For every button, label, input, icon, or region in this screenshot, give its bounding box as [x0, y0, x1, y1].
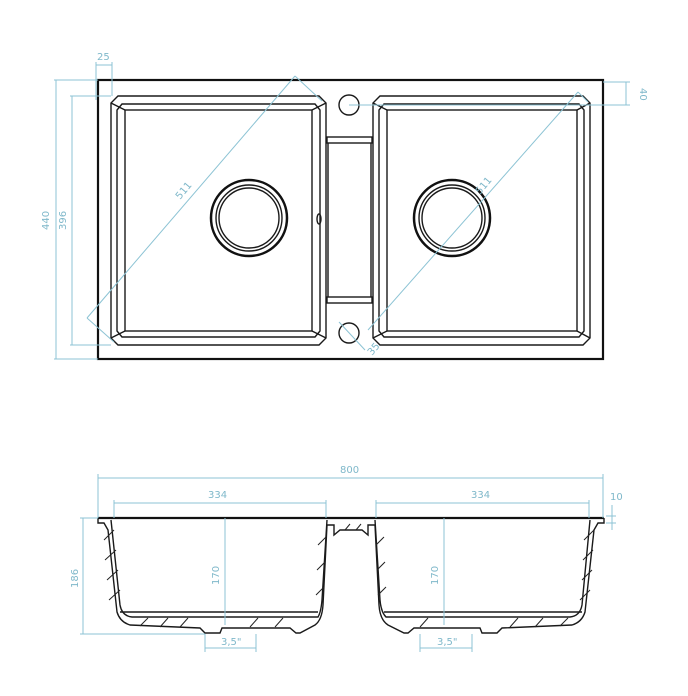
dim-left-diagonal: 511: [174, 180, 195, 202]
dim-total-height: 186: [70, 569, 81, 588]
dim-left-drain: 3,5": [221, 637, 242, 648]
dim-hole-diameter: 35: [366, 341, 383, 358]
dim-right-bowl-width: 334: [471, 490, 490, 501]
left-drain-icon: [209, 178, 289, 258]
dim-right-diagonal: 511: [474, 175, 495, 197]
dim-rim-thickness: 10: [610, 492, 623, 503]
right-drain-icon: [412, 178, 492, 258]
left-bowl: [110, 95, 327, 346]
overflow-icon: [316, 213, 322, 225]
dim-tap-offset: 40: [637, 88, 648, 101]
dim-right-drain: 3,5": [437, 637, 458, 648]
dim-edge-width: 25: [97, 52, 110, 63]
side-view: 800 334 334 10 186 170 170 3,5" 3,5": [70, 465, 623, 652]
dim-left-bowl-height: 170: [211, 566, 222, 585]
dim-total-depth: 440: [41, 211, 52, 230]
middle-tray: [326, 136, 373, 304]
dim-left-bowl-width: 334: [208, 490, 227, 501]
dim-bowl-depth: 396: [58, 211, 69, 230]
right-bowl: [372, 95, 591, 346]
sink-outline-top: [96, 78, 605, 361]
dim-right-bowl-height: 170: [430, 566, 441, 585]
top-view: 25 440 396 511 511 35 40: [41, 52, 648, 361]
dim-total-width: 800: [340, 465, 359, 476]
tap-hole-icon: [338, 322, 360, 344]
